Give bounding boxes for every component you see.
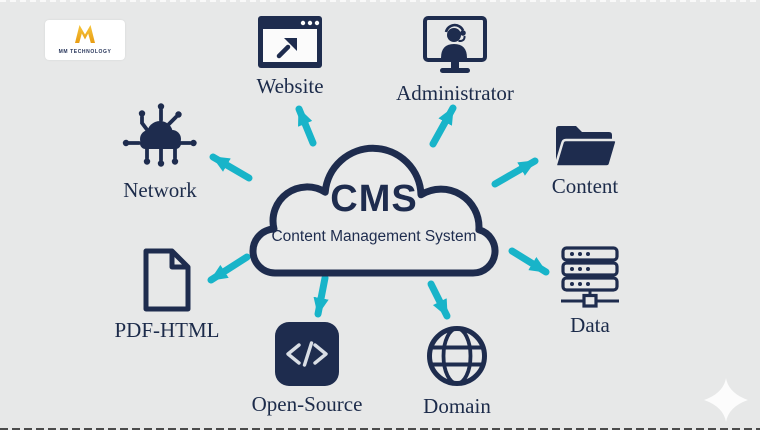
sparkle-watermark-icon (704, 378, 748, 422)
cms-cloud-shape (249, 144, 499, 277)
node-label: PDF-HTML (114, 318, 220, 342)
globe-icon (427, 326, 487, 386)
node-website: Website (230, 16, 350, 99)
arrow-to-pdf-html (207, 253, 251, 284)
network-cloud-icon (122, 103, 197, 167)
admin-monitor-icon (423, 16, 487, 73)
node-open-source: Open-Source (237, 322, 377, 417)
code-brackets-icon (275, 322, 339, 386)
node-domain: Domain (397, 324, 517, 419)
open-folder-icon (554, 126, 618, 168)
node-label: Content (551, 174, 619, 198)
arrow-to-open-source (313, 274, 329, 318)
node-label: Data (570, 313, 610, 337)
arrow-to-content (491, 157, 539, 188)
arrow-to-network (209, 153, 253, 182)
cms-title: CMS (330, 178, 418, 220)
node-data: Data (530, 246, 650, 338)
top-edge-line (0, 0, 760, 2)
brand-name: MM TECHNOLOGY (58, 49, 112, 55)
node-label: Network (123, 178, 197, 202)
node-network: Network (110, 96, 210, 203)
node-administrator: Administrator (385, 16, 525, 106)
arrow-to-domain (427, 280, 451, 320)
arrow-to-administrator (429, 104, 457, 148)
server-stack-icon (561, 246, 619, 308)
node-label: Website (256, 74, 324, 98)
node-content: Content (525, 120, 645, 199)
arrow-to-data (508, 247, 550, 276)
arrow-to-website (295, 105, 317, 147)
browser-window-icon (258, 16, 322, 68)
node-label: Open-Source (251, 392, 363, 416)
node-pdf-html: PDF-HTML (107, 248, 227, 343)
bottom-edge-line (0, 428, 760, 430)
brand-logo: MM TECHNOLOGY (45, 20, 125, 60)
node-label: Administrator (396, 81, 514, 105)
brand-monogram-icon (74, 25, 96, 47)
cms-subtitle: Content Management System (271, 228, 477, 245)
node-label: Domain (423, 394, 491, 418)
document-icon (143, 248, 191, 312)
